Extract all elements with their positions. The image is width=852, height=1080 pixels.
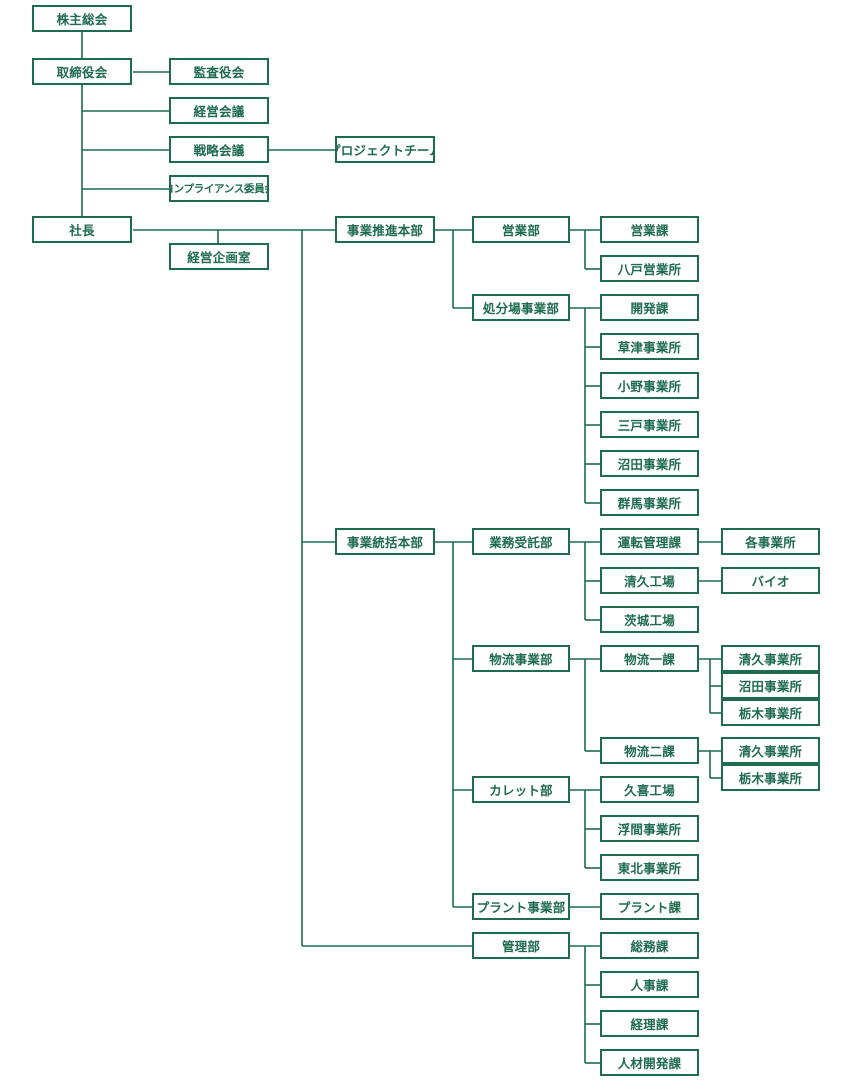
cullet-dept-box: カレット部 [472, 776, 570, 803]
administration-dept-box: 管理部 [472, 932, 570, 959]
sales-dept-box: 営業部 [472, 216, 570, 243]
compliance-committee-box: コンプライアンス委員会 [169, 175, 269, 202]
planning-office-box: 経営企画室 [169, 243, 269, 270]
tochigi-office-2-box: 栃木事業所 [721, 764, 820, 791]
development-section-box: 開発課 [600, 294, 699, 321]
talent-development-section-box: 人材開発課 [600, 1049, 699, 1076]
plant-business-dept-box: プラント事業部 [472, 893, 570, 920]
shareholders-meeting-box: 株主総会 [32, 5, 132, 32]
logistics-dept-box: 物流事業部 [472, 645, 570, 672]
sannohe-office-box: 三戸事業所 [600, 411, 699, 438]
project-team-box: プロジェクトチーム [335, 136, 435, 163]
board-of-directors-box: 取締役会 [32, 58, 132, 85]
gunma-office-box: 群馬事業所 [600, 489, 699, 516]
seiku-office-box: 清久事業所 [721, 645, 820, 672]
ibaraki-factory-box: 茨城工場 [600, 606, 699, 633]
tohoku-office-box: 東北事業所 [600, 854, 699, 881]
sales-section-box: 営業課 [600, 216, 699, 243]
logistics-section-1-box: 物流一課 [600, 645, 699, 672]
kusatsu-office-box: 草津事業所 [600, 333, 699, 360]
operations-management-section-box: 運転管理課 [600, 528, 699, 555]
numata-office-box: 沼田事業所 [600, 450, 699, 477]
ono-office-box: 小野事業所 [600, 372, 699, 399]
connector-lines [81, 31, 721, 1064]
logistics-section-2-box: 物流二課 [600, 737, 699, 764]
ukima-office-box: 浮間事業所 [600, 815, 699, 842]
president-box: 社長 [32, 216, 132, 243]
strategy-meeting-box: 戦略会議 [169, 136, 269, 163]
accounting-section-box: 経理課 [600, 1010, 699, 1037]
each-office-box: 各事業所 [721, 528, 820, 555]
business-promotion-hq-box: 事業推進本部 [335, 216, 435, 243]
contract-services-dept-box: 業務受託部 [472, 528, 570, 555]
hr-section-box: 人事課 [600, 971, 699, 998]
disposal-site-dept-box: 処分場事業部 [472, 294, 570, 321]
management-meeting-box: 経営会議 [169, 97, 269, 124]
seiku-factory-box: 清久工場 [600, 567, 699, 594]
kuki-factory-box: 久喜工場 [600, 776, 699, 803]
seiku-office-2-box: 清久事業所 [721, 737, 820, 764]
business-control-hq-box: 事業統括本部 [335, 528, 435, 555]
bio-box: バイオ [721, 567, 820, 594]
general-affairs-section-box: 総務課 [600, 932, 699, 959]
tochigi-office-box: 栃木事業所 [721, 699, 820, 726]
auditor-board-box: 監査役会 [169, 58, 269, 85]
plant-section-box: プラント課 [600, 893, 699, 920]
numata-office-logistics-box: 沼田事業所 [721, 672, 820, 699]
hachinohe-office-box: 八戸営業所 [600, 255, 699, 282]
